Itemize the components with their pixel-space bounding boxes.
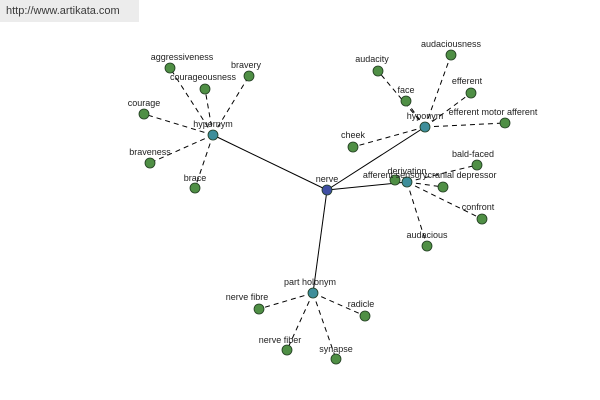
edge-hypernym-brace [194, 134, 214, 189]
node-efferent-motor-afferent[interactable] [499, 117, 511, 129]
node-audacity[interactable] [372, 65, 384, 77]
node-cheek[interactable] [347, 141, 359, 153]
node-audaciousness[interactable] [445, 49, 457, 61]
label-brace: brace [184, 173, 207, 183]
edge-part-holonym-nerve-fiber [286, 292, 314, 351]
edge-hypernym-aggressiveness [169, 67, 214, 136]
label-hypernym: hypernym [193, 119, 233, 129]
label-bravery: bravery [231, 60, 262, 70]
label-nerve-fiber: nerve fiber [259, 335, 302, 345]
node-cranial-depressor[interactable] [437, 181, 449, 193]
edge-part-holonym-radicle [312, 292, 366, 317]
edge-derivation-confront [406, 181, 483, 220]
graph-labels: nerve hypernym aggressiveness courageousnes… [128, 39, 538, 354]
node-bravery[interactable] [243, 70, 255, 82]
label-afferent-sensory: afferent sensory [363, 170, 428, 180]
node-part-holonym[interactable] [307, 287, 319, 299]
label-nerve-fibre: nerve fibre [226, 292, 269, 302]
label-derivation: derivation [387, 166, 426, 176]
edge-part-holonym-synapse [312, 292, 337, 360]
label-hyponym: hyponym [407, 111, 444, 121]
label-audaciousness: audaciousness [421, 39, 482, 49]
node-aggressiveness[interactable] [164, 62, 176, 74]
node-derivation[interactable] [401, 176, 413, 188]
label-face: face [397, 85, 414, 95]
node-nerve[interactable] [321, 184, 333, 196]
edge-hyponym-efferent-motor-afferent [424, 122, 506, 128]
relation-edges [212, 126, 426, 294]
edge-nerve-part-holonym [312, 189, 328, 294]
node-face[interactable] [400, 95, 412, 107]
node-courageousness[interactable] [199, 83, 211, 95]
label-synapse: synapse [319, 344, 353, 354]
edge-hypernym-bravery [212, 75, 250, 136]
node-synapse[interactable] [330, 353, 342, 365]
label-efferent: efferent [452, 76, 483, 86]
edge-nerve-hyponym [326, 126, 426, 191]
node-hypernym[interactable] [207, 129, 219, 141]
node-radicle[interactable] [359, 310, 371, 322]
node-efferent[interactable] [465, 87, 477, 99]
edge-hyponym-audaciousness [424, 54, 452, 128]
edge-hypernym-courage [143, 113, 214, 136]
site-watermark: http://www.artikata.com [0, 0, 139, 22]
node-hyponym[interactable] [419, 121, 431, 133]
edge-hyponym-cheek [352, 126, 426, 148]
node-nerve-fiber[interactable] [281, 344, 293, 356]
label-part-holonym: part holonym [284, 277, 336, 287]
label-aggressiveness: aggressiveness [151, 52, 214, 62]
node-nerve-fibre[interactable] [253, 303, 265, 315]
node-courage[interactable] [138, 108, 150, 120]
label-nerve: nerve [316, 174, 339, 184]
node-audacious[interactable] [421, 240, 433, 252]
edge-derivation-cranial-depressor [406, 181, 444, 188]
label-audacity: audacity [355, 54, 389, 64]
edge-hyponym-efferent [424, 92, 472, 128]
label-confront: confront [462, 202, 495, 212]
edge-derivation-bald-faced [406, 164, 478, 183]
edge-nerve-hypernym [212, 134, 328, 191]
label-courageousness: courageousness [170, 72, 237, 82]
node-afferent-sensory[interactable] [389, 174, 401, 186]
node-confront[interactable] [476, 213, 488, 225]
edge-derivation-audacious [406, 181, 428, 247]
edge-hypernym-braveness [149, 134, 214, 164]
node-bald-faced[interactable] [471, 159, 483, 171]
label-cheek: cheek [341, 130, 366, 140]
label-audacious: audacious [406, 230, 448, 240]
label-radicle: radicle [348, 299, 375, 309]
node-braveness[interactable] [144, 157, 156, 169]
edge-hypernym-courageousness [204, 88, 214, 136]
label-cranial-depressor: cranial depressor [427, 170, 496, 180]
graph-nodes [138, 49, 511, 365]
label-braveness: braveness [129, 147, 171, 157]
label-efferent-motor-afferent: efferent motor afferent [449, 107, 538, 117]
label-courage: courage [128, 98, 161, 108]
edge-part-holonym-nerve-fibre [258, 292, 314, 310]
label-bald-faced: bald-faced [452, 149, 494, 159]
node-brace[interactable] [189, 182, 201, 194]
